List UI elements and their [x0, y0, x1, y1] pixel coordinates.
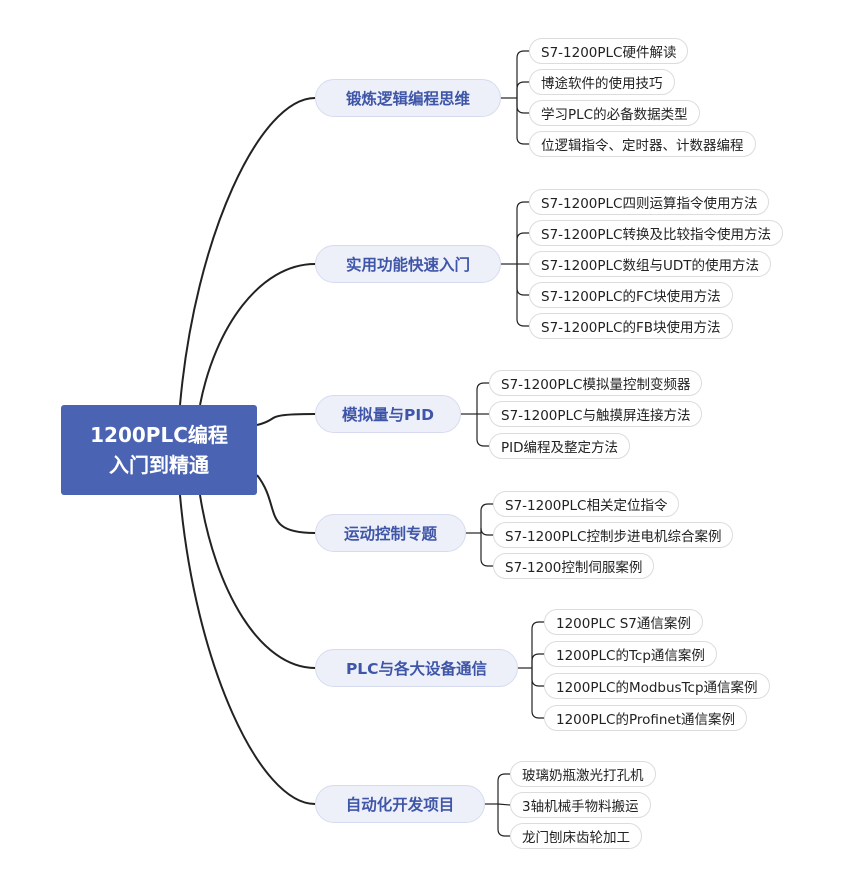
leaf-topic[interactable]: S7-1200PLC转换及比较指令使用方法 [529, 220, 783, 246]
leaf-label: 玻璃奶瓶激光打孔机 [522, 768, 644, 784]
leaf-topic[interactable]: S7-1200PLC数组与UDT的使用方法 [529, 251, 771, 277]
root-title-line1: 1200PLC编程 [90, 423, 228, 447]
leaf-label: S7-1200PLC四则运算指令使用方法 [541, 196, 758, 212]
leaf-connector [516, 50, 529, 98]
leaf-label: 1200PLC的Profinet通信案例 [556, 712, 736, 728]
leaf-connector [497, 804, 510, 837]
leaf-topic[interactable]: 学习PLC的必备数据类型 [529, 100, 700, 126]
leaf-topic[interactable]: S7-1200PLC硬件解读 [529, 38, 689, 64]
leaf-connector [476, 414, 489, 447]
leaf-topic[interactable]: PID编程及整定方法 [489, 433, 631, 459]
branch-analog-pid[interactable]: 模拟量与PID [315, 395, 461, 433]
leaf-connector [480, 527, 493, 536]
branch-logic-thinking[interactable]: 锻炼逻辑编程思维 [315, 79, 501, 117]
branch-practical-functions[interactable]: 实用功能快速入门 [315, 245, 501, 283]
leaf-connector [497, 773, 510, 804]
branch-label: PLC与各大设备通信 [345, 660, 488, 678]
leaf-connector [531, 668, 544, 719]
leaf-topic[interactable]: 玻璃奶瓶激光打孔机 [510, 761, 656, 787]
leaf-topic[interactable]: 1200PLC S7通信案例 [544, 609, 703, 635]
leaf-label: S7-1200PLC数组与UDT的使用方法 [541, 258, 759, 274]
leaf-connector [497, 803, 511, 806]
leaf-topic[interactable]: 3轴机械手物料搬运 [510, 792, 651, 818]
leaf-connector [516, 98, 529, 145]
leaf-connector [516, 264, 529, 296]
leaf-label: PID编程及整定方法 [501, 440, 619, 456]
leaf-topic[interactable]: S7-1200PLC的FC块使用方法 [529, 282, 733, 308]
root-node[interactable]: 1200PLC编程 入门到精通 [61, 405, 257, 495]
leaf-label: S7-1200PLC的FC块使用方法 [541, 289, 721, 305]
leaf-connector [516, 264, 529, 327]
leaf-label: 3轴机械手物料搬运 [522, 799, 639, 815]
leaf-topic[interactable]: 1200PLC的ModbusTcp通信案例 [544, 673, 770, 699]
leaf-label: 博途软件的使用技巧 [541, 76, 663, 92]
leaf-label: S7-1200PLC模拟量控制变频器 [501, 377, 691, 393]
root-branch-connector [256, 474, 316, 534]
branch-label: 自动化开发项目 [345, 796, 455, 814]
leaf-connector [480, 503, 493, 533]
leaf-label: S7-1200PLC转换及比较指令使用方法 [541, 227, 771, 243]
leaf-topic[interactable]: 1200PLC的Tcp通信案例 [544, 641, 717, 667]
leaf-topic[interactable]: S7-1200PLC与触摸屏连接方法 [489, 401, 703, 427]
leaf-topic[interactable]: S7-1200PLC控制步进电机综合案例 [493, 522, 734, 548]
leaf-connector [480, 533, 493, 567]
leaf-label: S7-1200PLC与触摸屏连接方法 [501, 408, 691, 424]
root-branch-connector [199, 494, 316, 669]
leaf-connector [531, 668, 544, 687]
leaf-connector [476, 382, 489, 414]
branch-plc-communication[interactable]: PLC与各大设备通信 [315, 649, 518, 687]
leaf-label: 位逻辑指令、定时器、计数器编程 [541, 138, 744, 154]
leaf-topic[interactable]: S7-1200PLC的FB块使用方法 [529, 313, 733, 339]
branch-automation-projects[interactable]: 自动化开发项目 [315, 785, 485, 823]
leaf-connector [531, 621, 544, 668]
leaf-topic[interactable]: 龙门刨床齿轮加工 [510, 823, 642, 849]
root-branch-connector [199, 263, 316, 406]
leaf-topic[interactable]: S7-1200PLC四则运算指令使用方法 [529, 189, 770, 215]
branch-label: 锻炼逻辑编程思维 [345, 90, 470, 108]
leaf-topic[interactable]: 博途软件的使用技巧 [529, 69, 675, 95]
leaf-connector [516, 201, 529, 264]
leaf-connector [531, 653, 544, 668]
branch-label: 模拟量与PID [342, 406, 434, 424]
leaf-topic[interactable]: 1200PLC的Profinet通信案例 [544, 705, 748, 731]
leaf-label: S7-1200PLC硬件解读 [541, 45, 677, 61]
root-branch-connector [256, 413, 316, 426]
root-title-line2: 入门到精通 [109, 453, 209, 477]
leaf-topic[interactable]: S7-1200PLC模拟量控制变频器 [489, 370, 703, 396]
leaf-connector [516, 81, 529, 98]
branch-label: 实用功能快速入门 [345, 256, 470, 274]
leaf-label: 1200PLC的Tcp通信案例 [556, 648, 705, 664]
leaf-label: S7-1200控制伺服案例 [505, 560, 643, 576]
leaf-label: 龙门刨床齿轮加工 [522, 830, 630, 846]
leaf-label: S7-1200PLC的FB块使用方法 [541, 320, 721, 336]
leaf-label: 1200PLC的ModbusTcp通信案例 [556, 680, 758, 696]
leaf-connector [516, 98, 529, 114]
branch-label: 运动控制专题 [343, 525, 437, 543]
leaf-label: S7-1200PLC控制步进电机综合案例 [505, 529, 722, 545]
leaf-topic[interactable]: S7-1200PLC相关定位指令 [493, 491, 680, 517]
leaf-connector [516, 232, 529, 264]
leaf-label: 学习PLC的必备数据类型 [541, 107, 688, 123]
root-branch-connector [179, 97, 316, 406]
leaf-topic[interactable]: S7-1200控制伺服案例 [493, 553, 655, 579]
leaf-label: 1200PLC S7通信案例 [556, 616, 691, 632]
root-branch-connector [179, 494, 316, 805]
leaf-label: S7-1200PLC相关定位指令 [505, 498, 668, 514]
leaf-topic[interactable]: 位逻辑指令、定时器、计数器编程 [529, 131, 756, 157]
branch-motion-control[interactable]: 运动控制专题 [315, 514, 466, 552]
